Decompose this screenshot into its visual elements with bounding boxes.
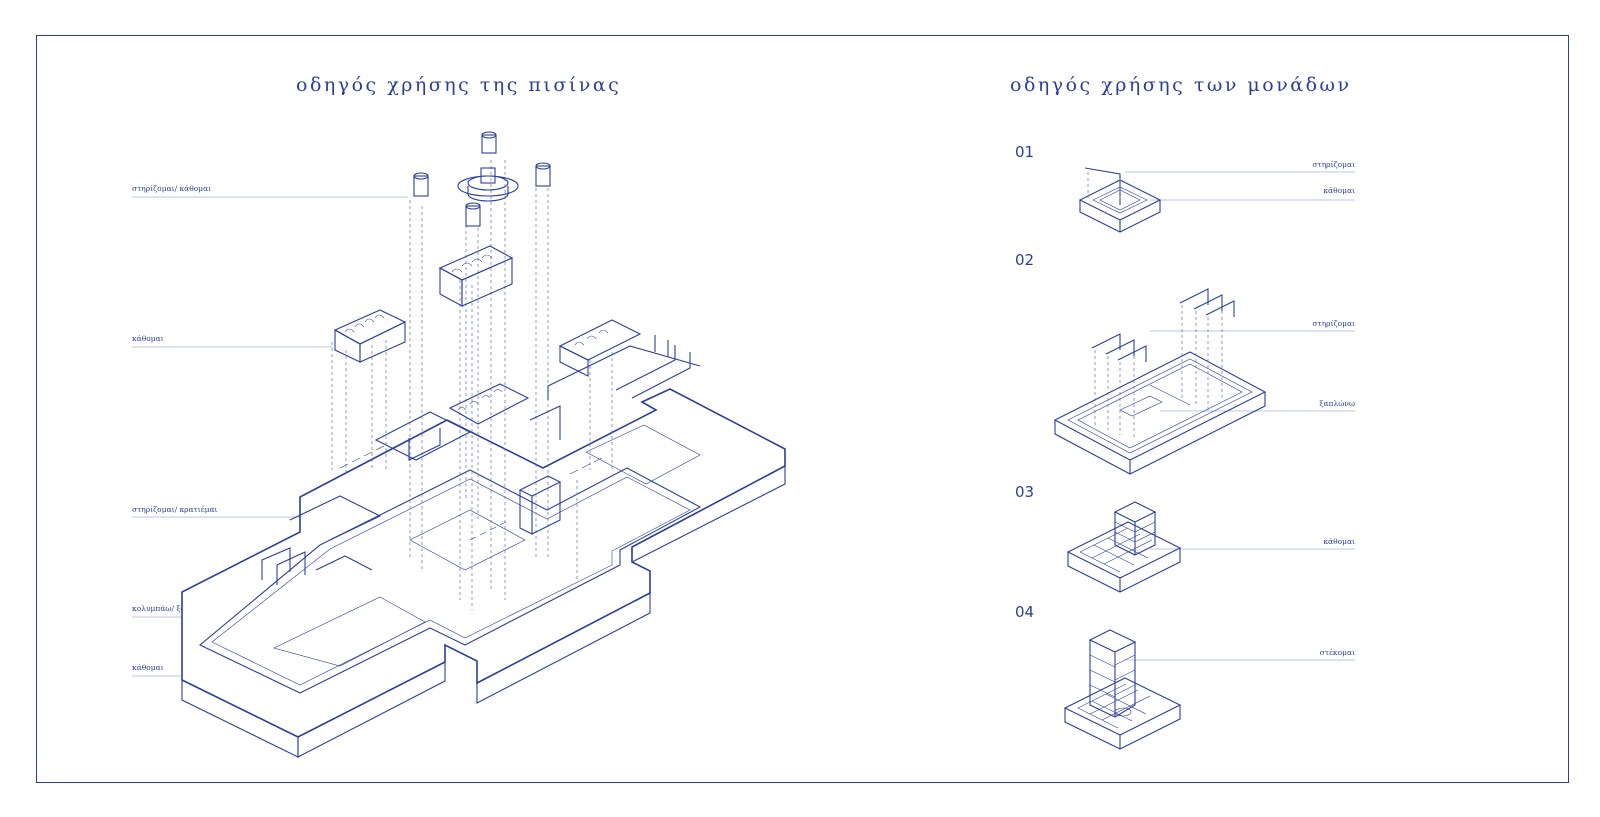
central-seat-block xyxy=(438,245,514,307)
unit-number-02: 02 xyxy=(1015,251,1035,269)
unit-03-drawing xyxy=(1066,501,1182,593)
unit04-label-stand: στέκομαι xyxy=(1319,648,1355,657)
unit-number-03: 03 xyxy=(1015,483,1035,501)
pool-label-lean-sit: στηρίζομαι/ κάθομαι xyxy=(132,184,212,193)
left-handrails xyxy=(261,495,382,585)
unit-04-drawing xyxy=(1063,629,1182,750)
unit-number-04: 04 xyxy=(1015,603,1035,621)
mid-platforms xyxy=(339,383,603,541)
drawing-frame xyxy=(36,35,1569,783)
unit-01-drawing xyxy=(1078,167,1162,233)
right-seat-block xyxy=(547,319,701,400)
pool-label-sit: κάθομαι xyxy=(132,334,164,343)
unit-number-01: 01 xyxy=(1015,143,1035,161)
unit02-label-lean: στηρίζομαι xyxy=(1312,319,1355,328)
pool-label-sit-bottom: κάθομαι xyxy=(132,663,164,672)
unit-02-drawing xyxy=(1053,288,1267,475)
unit03-label-sit: κάθομαι xyxy=(1323,537,1355,546)
unit02-label-lie: ξαπλώνω xyxy=(1319,399,1355,408)
pool-base-slab xyxy=(181,388,786,758)
unit01-label-lean: στηρίζομαι xyxy=(1312,160,1355,169)
pool-guide-title: οδηγός χρήσης της πισίνας xyxy=(296,74,622,96)
unit01-label-sit: κάθομαι xyxy=(1323,186,1355,195)
projection-lines xyxy=(331,160,613,610)
pool-label-lean-hold: στηρίζομαι/ κρατιέμαι xyxy=(132,505,218,514)
unit-leader-lines xyxy=(1125,171,1355,661)
left-seat-block xyxy=(333,309,407,363)
units-guide-title: οδηγός χρήσης των μονάδων xyxy=(1010,74,1352,96)
cylinder-seats xyxy=(413,131,551,227)
